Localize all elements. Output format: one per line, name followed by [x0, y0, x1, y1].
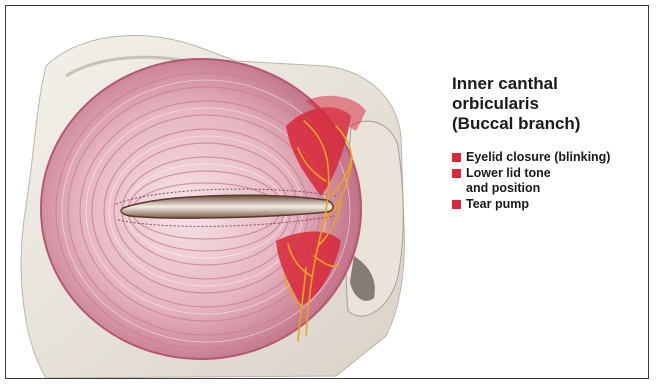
- function-item-tear-pump: Tear pump: [452, 197, 649, 212]
- title-line-3: (Buccal branch): [452, 114, 649, 134]
- figure-frame: Inner canthal orbicularis (Buccal branch…: [5, 5, 649, 379]
- legend: Inner canthal orbicularis (Buccal branch…: [452, 74, 649, 213]
- function-label: Eyelid closure (blinking): [466, 150, 649, 165]
- function-item-lower-lid-tone: Lower lid tone and position: [452, 166, 649, 196]
- function-label: Lower lid tone: [466, 166, 649, 181]
- function-list: Eyelid closure (blinking) Lower lid tone…: [452, 150, 649, 212]
- figure-title: Inner canthal orbicularis (Buccal branch…: [452, 74, 649, 134]
- title-line-2: orbicularis: [452, 94, 649, 114]
- function-label-continued: and position: [466, 181, 649, 196]
- title-line-1: Inner canthal: [452, 74, 649, 94]
- function-item-eyelid-closure: Eyelid closure (blinking): [452, 150, 649, 165]
- red-square-bullet-icon: [452, 153, 461, 162]
- function-label: Tear pump: [466, 197, 649, 212]
- red-square-bullet-icon: [452, 169, 461, 178]
- red-square-bullet-icon: [452, 200, 461, 209]
